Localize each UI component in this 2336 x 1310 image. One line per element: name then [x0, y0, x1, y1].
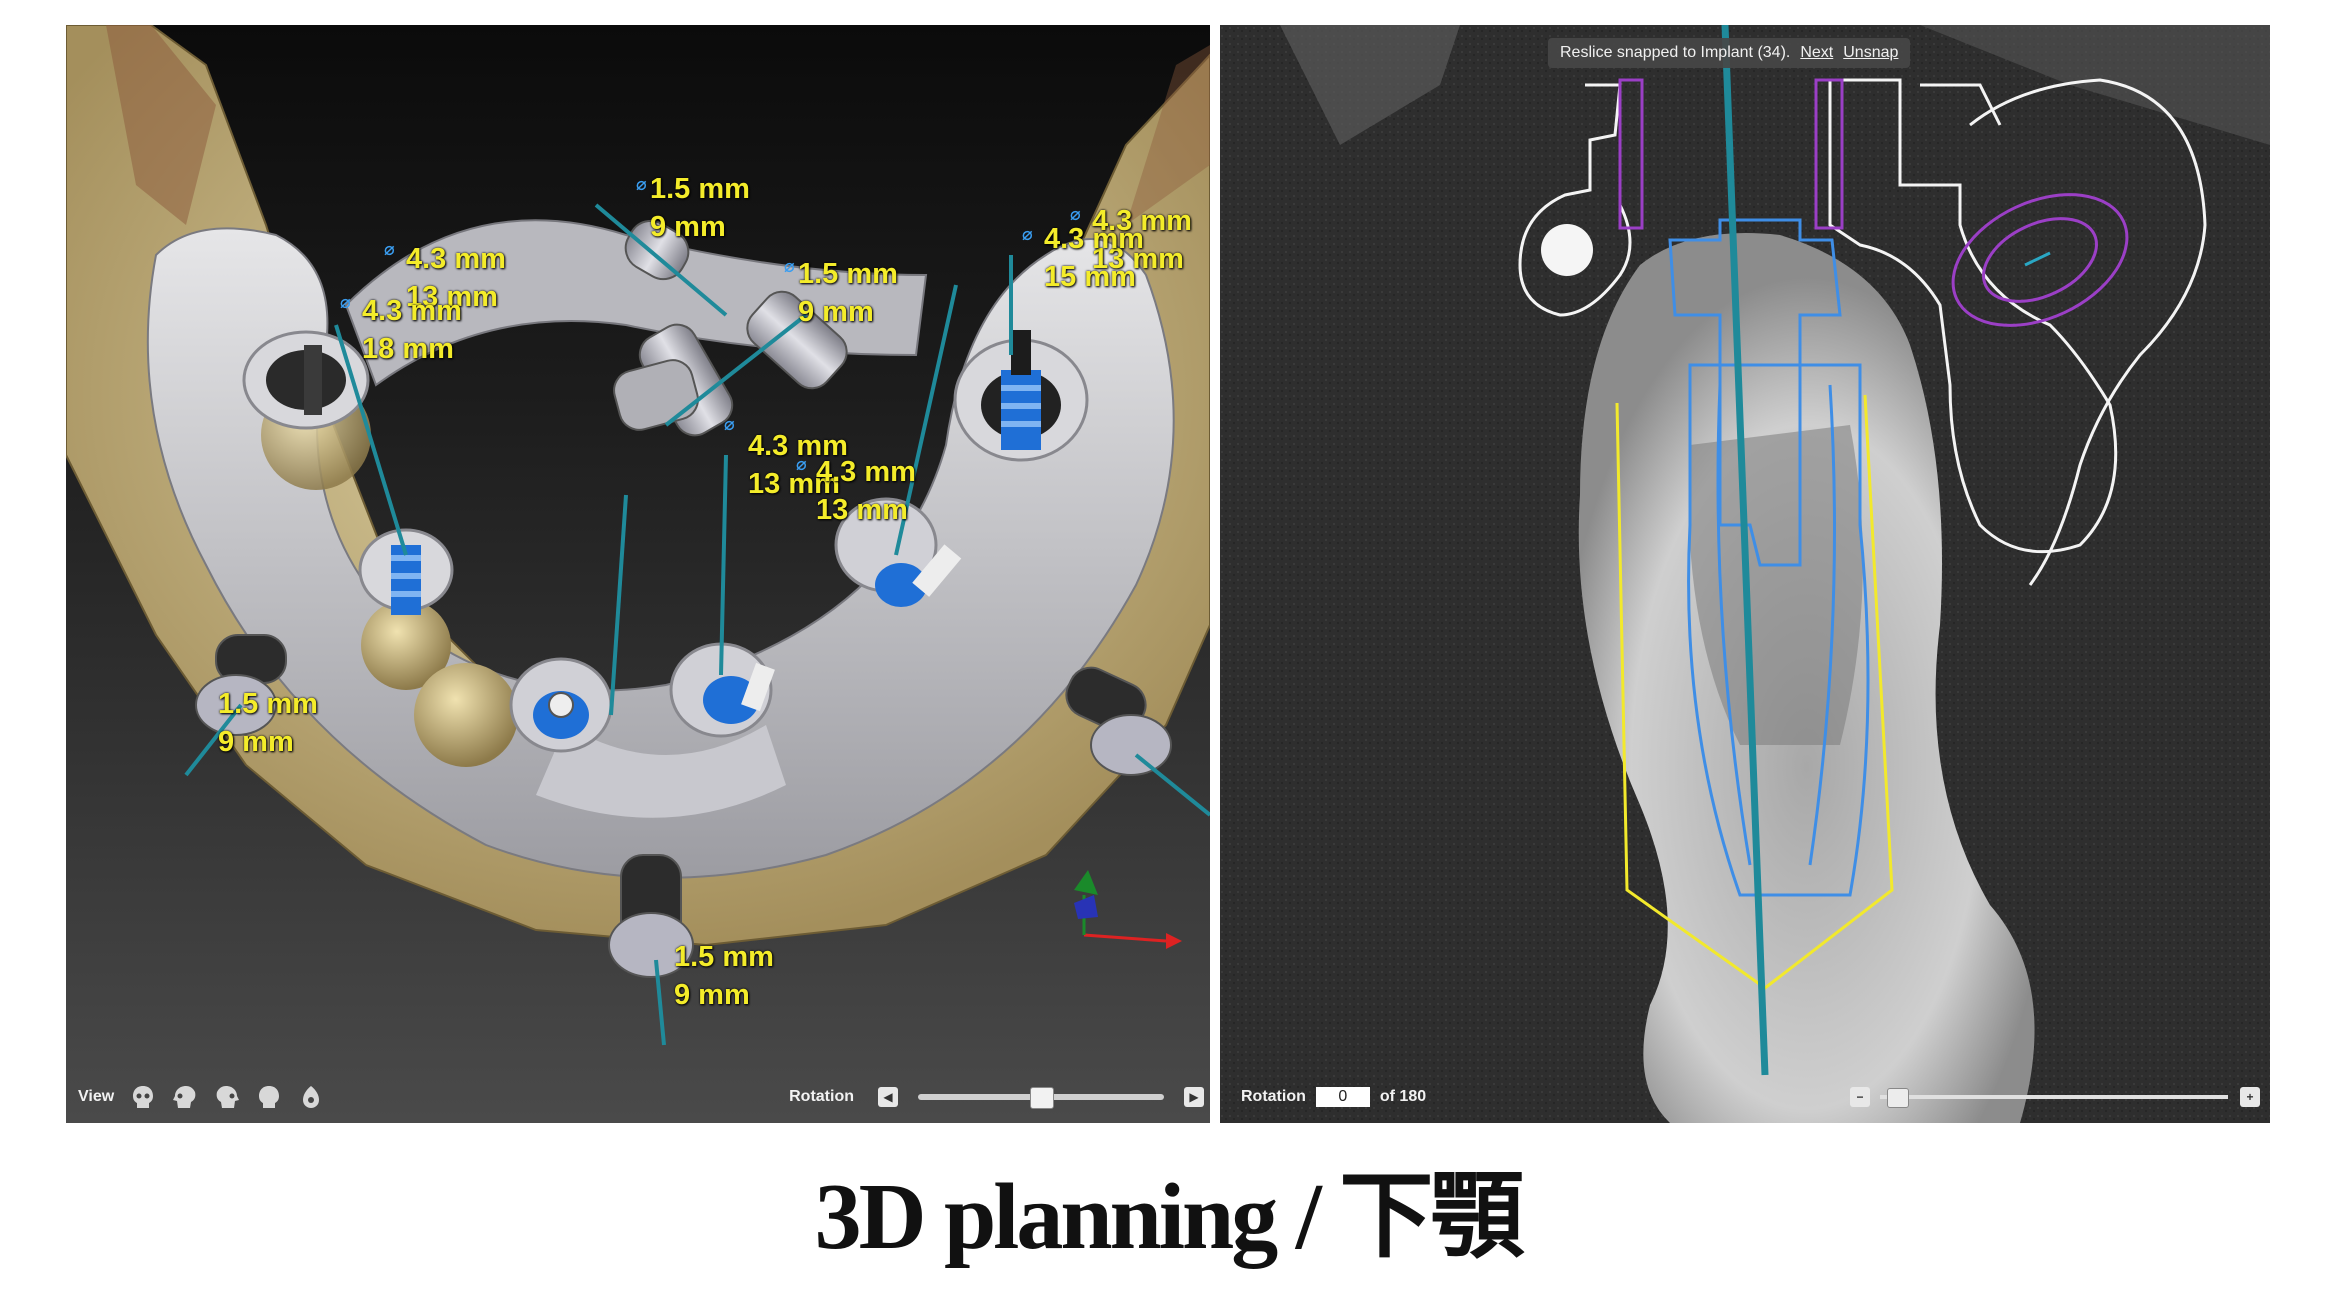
implant-sleeve — [834, 497, 962, 607]
fixation-pin — [195, 219, 1172, 978]
slide-caption: 3D planning / 下顎 — [814, 1165, 1525, 1269]
rotation-slider[interactable] — [918, 1087, 1164, 1109]
pin-length-label: 9 mm — [218, 726, 294, 758]
implant-sleeve — [953, 330, 1089, 462]
pin-diameter-label: 1.5 mm — [674, 941, 774, 973]
unsnap-link[interactable]: Unsnap — [1843, 44, 1899, 61]
pin-diameter-label: 1.5 mm — [798, 258, 898, 290]
implant-diameter-label: 4.3 mm — [362, 295, 462, 327]
diameter-symbol: ⌀ — [1022, 224, 1033, 244]
tooth — [414, 663, 518, 767]
implant-length-label: 18 mm — [362, 333, 454, 365]
implant-diameter-label: 4.3 mm — [748, 430, 848, 462]
skull-top-icon[interactable] — [298, 1084, 324, 1110]
surgical-guide — [146, 227, 1175, 879]
3d-viewer-toolbar: View Rotation ◀ ▶ — [66, 1071, 1210, 1123]
rotation-of-label: of 180 — [1379, 1088, 1427, 1105]
zoom-slider-thumb[interactable] — [1886, 1088, 1909, 1108]
implant-sleeve — [509, 657, 613, 753]
diameter-symbol: ⌀ — [636, 174, 647, 194]
view-label: View — [78, 1088, 115, 1105]
rotate-left-button[interactable]: ◀ — [878, 1087, 898, 1107]
pin-length-label: 9 mm — [798, 296, 874, 328]
rotation-input[interactable]: 0 — [1315, 1087, 1370, 1107]
diameter-symbol: ⌀ — [784, 256, 795, 276]
implant-diameter-label: 4.3 mm — [1044, 223, 1144, 255]
skull-left-icon[interactable] — [172, 1084, 198, 1110]
implant-axis-lines — [184, 203, 1210, 1046]
pin-length-label: 9 mm — [674, 979, 750, 1011]
ct-cross-section-image[interactable] — [1220, 25, 2270, 1123]
3d-viewer-panel[interactable]: ⌀ 4.3 mm 13 mm ⌀ 4.3 mm 18 mm ⌀ 1.5 mm 9… — [66, 25, 1210, 1123]
implant-sleeve — [669, 642, 775, 738]
implant-length-label: 13 mm — [1092, 243, 1184, 275]
anatomy-outline — [1518, 78, 2207, 586]
implant-length-label: 15 mm — [1044, 261, 1136, 293]
3d-jaw-model[interactable] — [66, 25, 1210, 1123]
tooth — [361, 600, 451, 690]
zoom-slider[interactable] — [1880, 1088, 2228, 1108]
rotation-label: Rotation — [1241, 1088, 1306, 1105]
rotation-label: Rotation — [789, 1088, 854, 1105]
implant-outline — [1668, 218, 1870, 897]
reslice-banner-text: Reslice snapped to Implant (34). — [1560, 44, 1791, 61]
skull-front-icon[interactable] — [130, 1084, 156, 1110]
implant-length-label: 13 mm — [406, 281, 498, 313]
diameter-symbol: ⌀ — [1070, 204, 1081, 224]
next-link[interactable]: Next — [1800, 44, 1834, 61]
skull-right-icon[interactable] — [214, 1084, 240, 1110]
rotate-right-button[interactable]: ▶ — [1184, 1087, 1204, 1107]
implant-sleeve — [242, 330, 370, 430]
diameter-symbol: ⌀ — [796, 454, 807, 474]
implant-length-label: 13 mm — [816, 494, 908, 526]
ct-toolbar: Rotation 0 of 180 − + — [1220, 1071, 2270, 1123]
implant-axis-line — [1721, 25, 1769, 1076]
ct-cross-section-panel[interactable]: Reslice snapped to Implant (34). Next Un… — [1220, 25, 2270, 1123]
implant-diameter-label: 4.3 mm — [816, 456, 916, 488]
canal-outline — [1618, 78, 2129, 327]
implant-diameter-label: 4.3 mm — [406, 243, 506, 275]
slider-thumb[interactable] — [1030, 1087, 1054, 1109]
skull-back-icon[interactable] — [256, 1084, 282, 1110]
pin-diameter-label: 1.5 mm — [650, 173, 750, 205]
diameter-symbol: ⌀ — [340, 292, 351, 312]
orientation-axes-icon — [1074, 870, 1182, 949]
diameter-symbol: ⌀ — [384, 239, 395, 259]
zoom-out-button[interactable]: − — [1850, 1087, 1870, 1107]
implant-length-label: 13 mm — [748, 468, 840, 500]
diameter-symbol: ⌀ — [724, 414, 735, 434]
implant-diameter-label: 4.3 mm — [1092, 205, 1192, 237]
reslice-banner: Reslice snapped to Implant (34). Next Un… — [1548, 38, 1911, 68]
pin-diameter-label: 1.5 mm — [218, 688, 318, 720]
zoom-in-button[interactable]: + — [2240, 1087, 2260, 1107]
pin-length-label: 9 mm — [650, 211, 726, 243]
implant-sleeve — [358, 528, 454, 615]
